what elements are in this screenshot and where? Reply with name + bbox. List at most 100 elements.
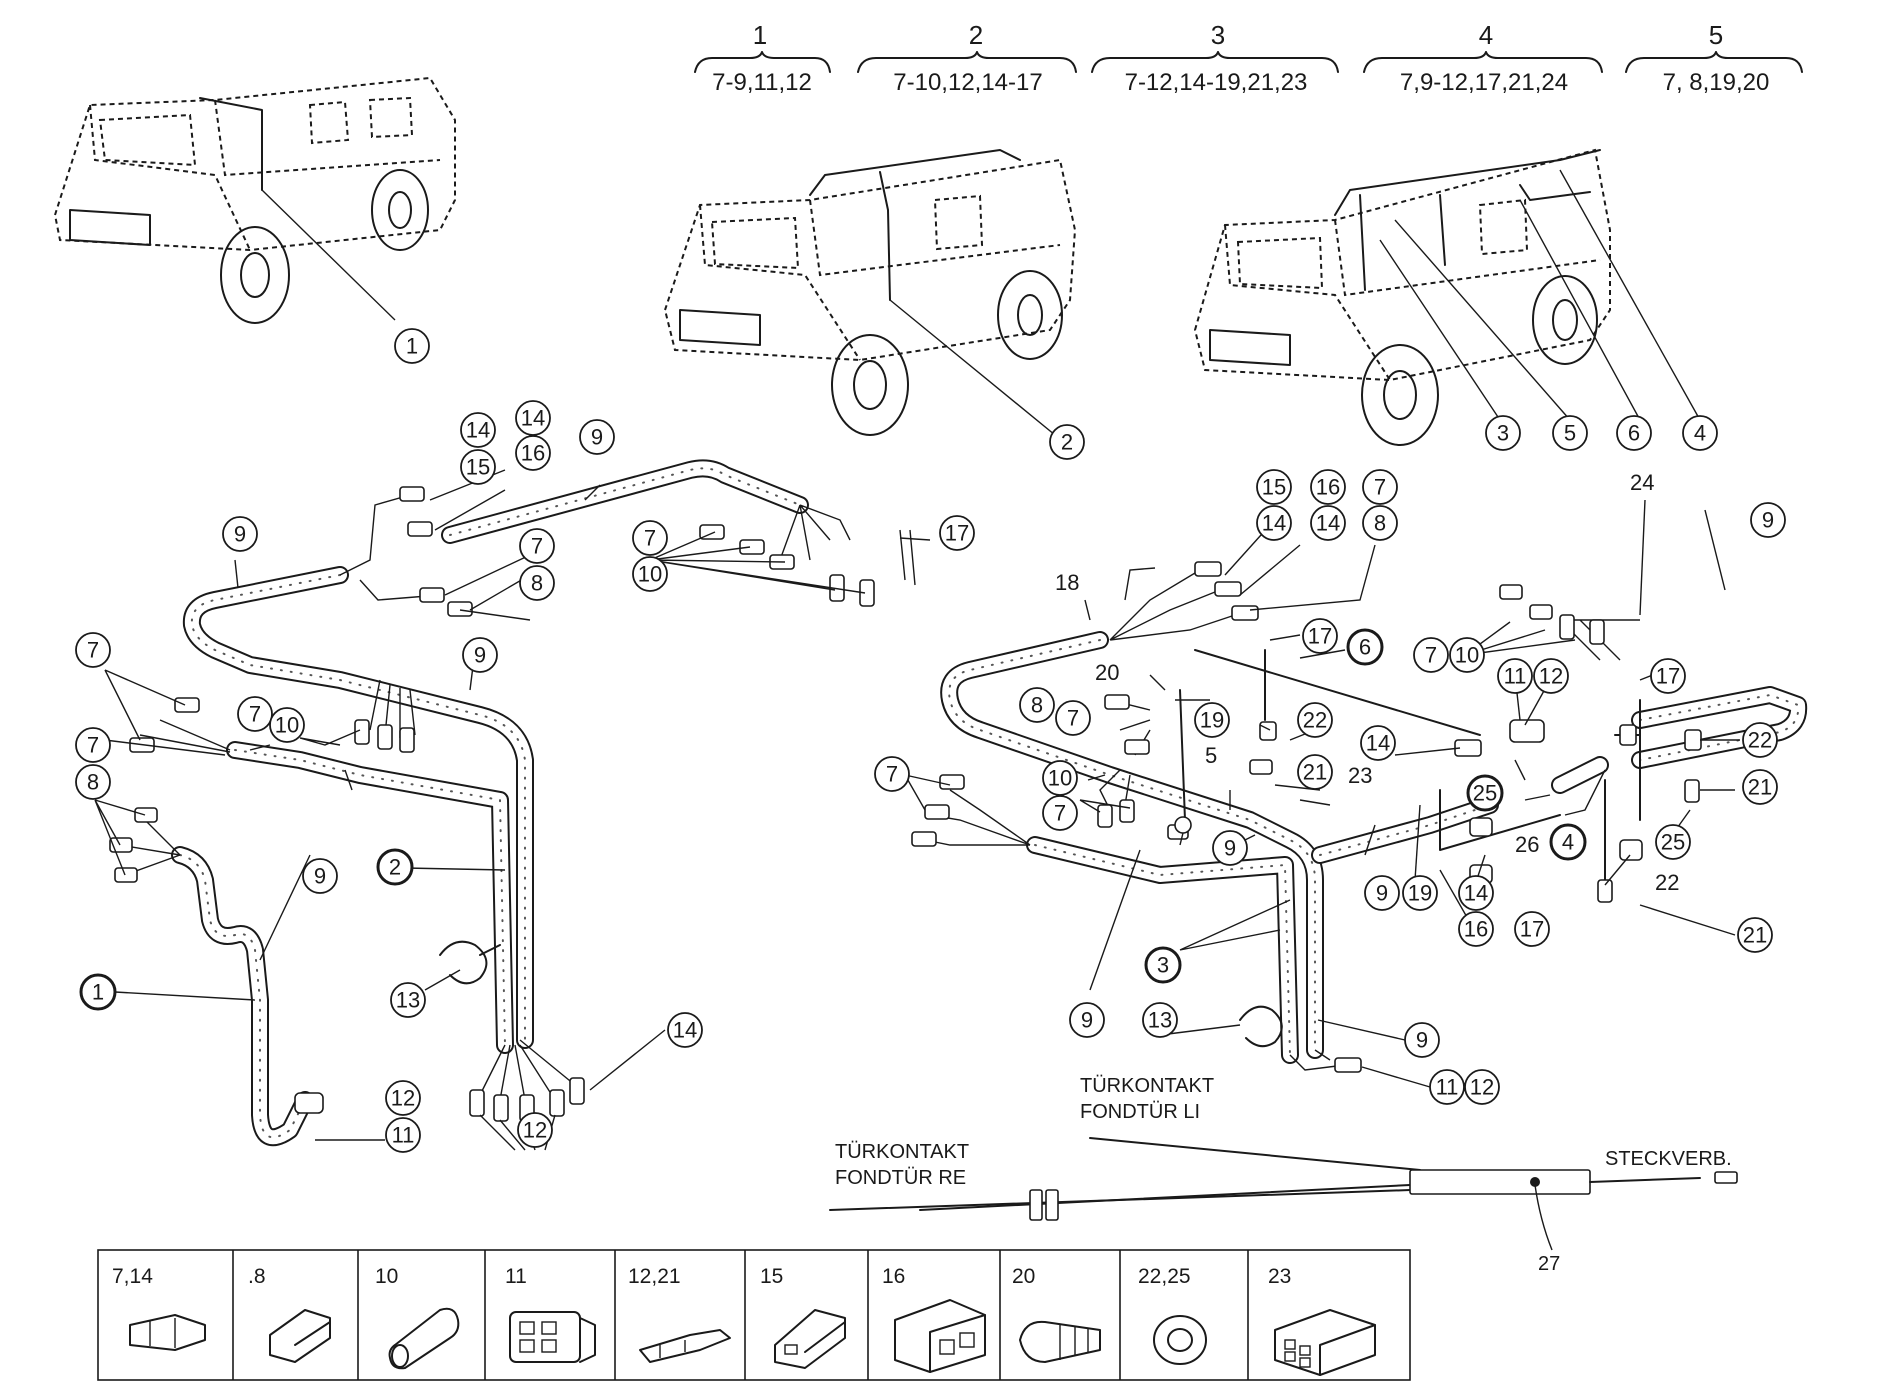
svg-text:9: 9 — [1224, 836, 1236, 861]
callout-10: 10 — [1042, 760, 1078, 796]
plug-connector-label: STECKVERB. — [1605, 1148, 1732, 1170]
insulating-tube-icon — [388, 1307, 460, 1370]
svg-text:16: 16 — [882, 1265, 905, 1288]
svg-text:17: 17 — [1308, 624, 1332, 649]
legend-cell-20: 20 — [1012, 1265, 1101, 1363]
svg-text:8: 8 — [1374, 511, 1386, 536]
svg-text:15: 15 — [760, 1265, 783, 1288]
callout-15: 15 — [460, 449, 496, 485]
rubber-boot-icon — [1019, 1320, 1101, 1363]
legend-cell-15: 15 — [760, 1265, 846, 1369]
svg-text:12,21: 12,21 — [628, 1265, 681, 1288]
svg-text:14: 14 — [1464, 881, 1488, 906]
legend-cell-16: 16 — [882, 1265, 986, 1373]
svg-text:11: 11 — [1504, 664, 1527, 689]
callout-9: 9 — [1212, 830, 1248, 866]
svg-text:19: 19 — [1408, 881, 1432, 906]
svg-text:8: 8 — [87, 770, 99, 795]
label-20: 20 — [1095, 660, 1119, 685]
door-contact-rear-right-label: TÜRKONTAKT FONDTÜR RE — [835, 1141, 974, 1189]
callout-13: 13 — [390, 982, 426, 1018]
legend-cell-8: .8 — [248, 1265, 331, 1363]
svg-text:1: 1 — [753, 20, 767, 50]
callout-22: 22 — [1297, 702, 1333, 738]
svg-text:9: 9 — [591, 425, 603, 450]
callout-1: 1 — [79, 973, 117, 1011]
callout-14: 14 — [667, 1012, 703, 1048]
svg-text:7,14: 7,14 — [112, 1265, 153, 1288]
svg-text:12: 12 — [391, 1086, 415, 1111]
callout-9: 9 — [579, 419, 615, 455]
svg-text:22: 22 — [1748, 728, 1772, 753]
legend-cell-12-21: 12,21 — [628, 1265, 731, 1363]
svg-text:7-9,11,12: 7-9,11,12 — [712, 69, 812, 96]
legend-cell-23: 23 — [1268, 1265, 1376, 1376]
callout-19: 19 — [1402, 875, 1438, 911]
svg-text:4: 4 — [1694, 421, 1706, 446]
svg-text:1: 1 — [92, 980, 104, 1005]
callout-16: 16 — [1310, 469, 1346, 505]
svg-text:9: 9 — [1376, 881, 1388, 906]
svg-text:7: 7 — [1374, 475, 1386, 500]
door-contact-cable: TÜRKONTAKT FONDTÜR LI TÜRKONTAKT FONDTÜR… — [829, 1075, 1738, 1275]
svg-text:6: 6 — [1628, 421, 1640, 446]
callout-22: 22 — [1742, 722, 1778, 758]
single-pin-housing-icon — [774, 1309, 846, 1369]
right-harness — [911, 561, 1808, 1073]
svg-text:7: 7 — [886, 762, 898, 787]
legend-cell-22-25: 22,25 — [1138, 1265, 1207, 1365]
callout-16: 16 — [1458, 911, 1494, 947]
callout-14: 14 — [460, 412, 496, 448]
callout-25: 25 — [1655, 824, 1691, 860]
callout-9: 9 — [1750, 502, 1786, 538]
svg-text:9: 9 — [314, 864, 326, 889]
callout-9: 9 — [462, 637, 498, 673]
ring-terminal-icon — [639, 1329, 731, 1363]
terminal-sleeve-icon — [269, 1309, 331, 1363]
callout-25: 25 — [1466, 774, 1504, 812]
callout-17: 17 — [1302, 618, 1338, 654]
group-headers: 1 7-9,11,12 2 7-10,12,14-17 3 7-12,14-19… — [694, 20, 1803, 96]
callout-19: 19 — [1194, 702, 1230, 738]
callout-7: 7 — [519, 528, 555, 564]
callout-21: 21 — [1297, 754, 1333, 790]
group-header-1: 1 7-9,11,12 — [694, 20, 831, 96]
svg-text:6: 6 — [1359, 635, 1371, 660]
svg-text:3: 3 — [1211, 20, 1225, 50]
svg-text:11: 11 — [1436, 1075, 1459, 1100]
svg-text:8: 8 — [531, 571, 543, 596]
svg-text:9: 9 — [1081, 1008, 1093, 1033]
grommet-icon — [1153, 1315, 1207, 1365]
svg-text:7: 7 — [87, 733, 99, 758]
svg-text:7,9-12,17,21,24: 7,9-12,17,21,24 — [1400, 69, 1568, 96]
svg-text:4: 4 — [1562, 830, 1574, 855]
svg-text:17: 17 — [945, 521, 969, 546]
svg-text:14: 14 — [1316, 511, 1340, 536]
svg-text:20: 20 — [1012, 1265, 1035, 1288]
callout-7: 7 — [237, 696, 273, 732]
svg-text:14: 14 — [466, 418, 490, 443]
svg-text:16: 16 — [521, 441, 545, 466]
callout-9: 9 — [1364, 875, 1400, 911]
callout-21: 21 — [1742, 769, 1778, 805]
vehicle-sketch-1 — [53, 76, 456, 324]
svg-text:9: 9 — [474, 643, 486, 668]
item-27-label: 27 — [1538, 1253, 1560, 1275]
legend-cell-11: 11 — [505, 1265, 596, 1363]
parts-legend: 7,14 .8 10 11 — [97, 1249, 1411, 1381]
svg-text:12: 12 — [1470, 1075, 1494, 1100]
double-pin-housing-icon — [894, 1299, 986, 1373]
callout-7: 7 — [874, 756, 910, 792]
leader-lines — [94, 469, 1740, 1151]
left-harness — [109, 459, 916, 1147]
svg-text:11: 11 — [392, 1123, 415, 1148]
left-callouts: 1 2 3 5 6 4 14 15 14 16 9 17 9 7 8 7 10 … — [75, 328, 1718, 1153]
callout-14: 14 — [1458, 875, 1494, 911]
callout-17: 17 — [939, 515, 975, 551]
callout-9: 9 — [1404, 1022, 1440, 1058]
svg-text:10: 10 — [638, 562, 662, 587]
svg-text:4: 4 — [1479, 20, 1493, 50]
svg-text:7: 7 — [1425, 643, 1437, 668]
group-header-4: 4 7,9-12,17,21,24 — [1363, 20, 1603, 96]
